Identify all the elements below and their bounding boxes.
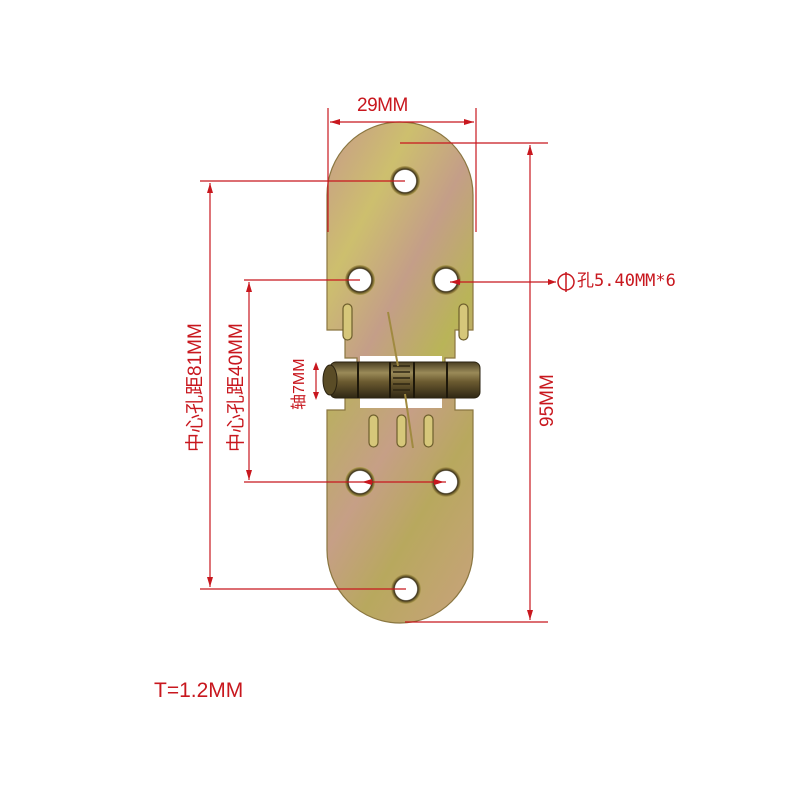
diameter-icon bbox=[557, 272, 575, 292]
bottom-leaf bbox=[326, 379, 474, 624]
spring-wire bbox=[387, 311, 414, 449]
dimension-lines bbox=[200, 108, 556, 623]
slots bbox=[342, 303, 469, 448]
spring-coil bbox=[393, 365, 410, 391]
length-label: 95MM bbox=[537, 374, 558, 427]
inner-hole-spacing-label: 中心孔距40MM bbox=[226, 323, 247, 452]
width-label: 29MM bbox=[357, 95, 408, 116]
thickness-label: T=1.2MM bbox=[154, 679, 244, 702]
hole-3 bbox=[431, 265, 461, 295]
top-leaf bbox=[326, 121, 474, 399]
axle-diameter-label: 轴7MM bbox=[291, 358, 308, 410]
outer-hole-spacing-label: 中心孔距81MM bbox=[185, 323, 206, 452]
barrel-axle bbox=[322, 361, 481, 399]
hole-diameter-label: 孔5.40MM*6 bbox=[577, 271, 676, 291]
